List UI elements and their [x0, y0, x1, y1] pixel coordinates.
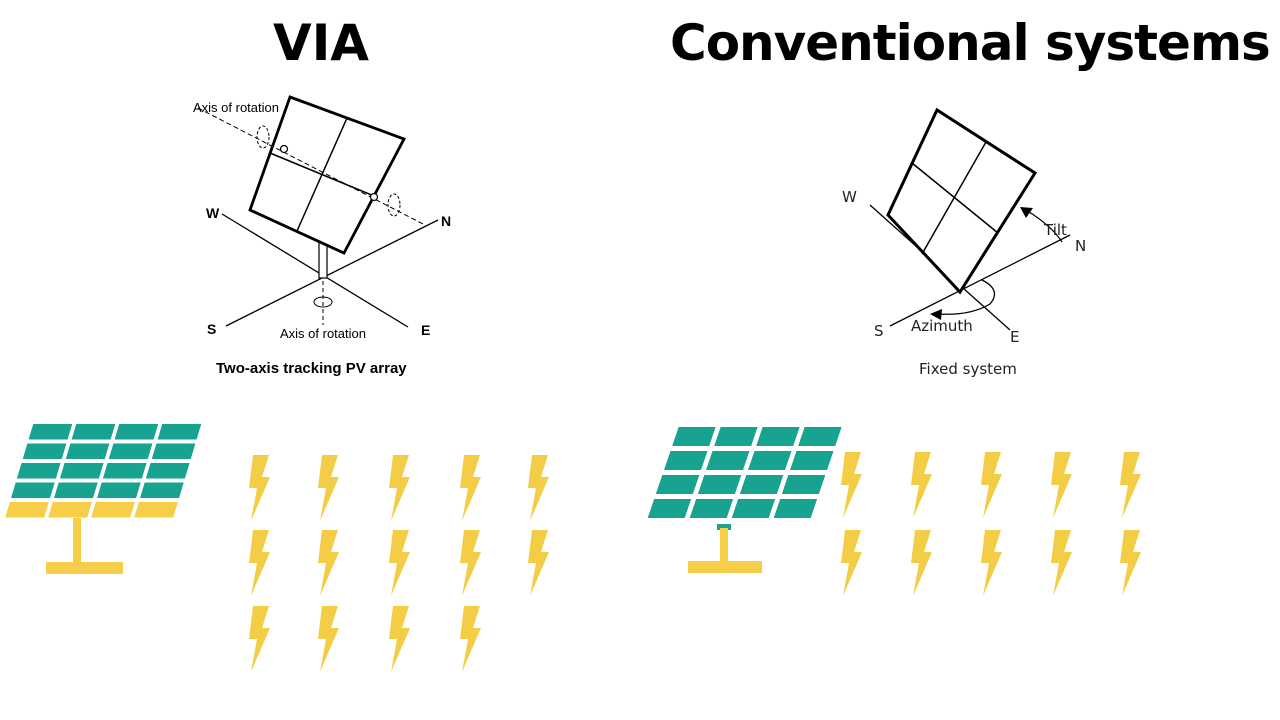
- direction-e-label: E: [421, 322, 430, 338]
- solar-cell: [781, 475, 826, 494]
- solar-cell: [102, 463, 147, 479]
- lightning-bolt-icon: [528, 530, 549, 596]
- direction-w-label-fixed: W: [842, 188, 857, 206]
- azimuth-label: Azimuth: [911, 317, 973, 335]
- lightning-bolt-icon: [460, 530, 481, 596]
- direction-s-label-fixed: S: [874, 322, 884, 340]
- fixed-system-diagram: W N S E Tilt Azimuth: [842, 107, 1086, 346]
- lightning-bolt-icon: [1120, 452, 1141, 518]
- fixed-caption: Fixed system: [919, 360, 1017, 378]
- solar-cell: [97, 482, 141, 498]
- solar-cell: [739, 475, 784, 494]
- solar-cell: [108, 443, 153, 459]
- tilt-label: Tilt: [1043, 221, 1067, 239]
- lightning-bolt-icon: [249, 455, 270, 521]
- solar-cell: [11, 482, 55, 498]
- lightning-bolt-icon: [841, 452, 862, 518]
- solar-cell: [697, 475, 742, 494]
- solar-cell: [48, 502, 92, 518]
- lightning-bolt-icon: [981, 452, 1002, 518]
- solar-cell: [71, 424, 116, 440]
- lightning-bolt-icon: [389, 606, 410, 672]
- via-title: VIA: [273, 14, 369, 72]
- lightning-bolt-icon: [911, 530, 932, 596]
- solar-cell: [59, 463, 104, 479]
- solar-cell: [672, 427, 716, 446]
- solar-cell: [134, 502, 178, 518]
- lightning-bolt-icon: [1051, 530, 1072, 596]
- solar-cell: [151, 443, 196, 459]
- lightning-bolt-icon: [1120, 530, 1141, 596]
- solar-cell: [790, 451, 834, 470]
- lightning-bolt-icon: [249, 530, 270, 596]
- solar-cell: [689, 499, 734, 518]
- lightning-bolt-icon: [389, 455, 410, 521]
- solar-cell: [145, 463, 190, 479]
- conventional-systems-title: Conventional systems: [670, 14, 1271, 72]
- lightning-bolt-icon: [460, 606, 481, 672]
- lightning-bolt-icon: [841, 530, 862, 596]
- lightning-bolt-icon: [981, 530, 1002, 596]
- conventional-solar-panel-icon: [647, 427, 842, 573]
- lightning-bolt-icon: [249, 606, 270, 672]
- solar-cell: [16, 463, 61, 479]
- direction-w-label: W: [206, 205, 220, 221]
- solar-cell: [756, 427, 800, 446]
- solar-cell: [140, 482, 184, 498]
- solar-cell: [54, 482, 98, 498]
- lightning-bolt-icon: [1051, 452, 1072, 518]
- solar-cell: [28, 424, 73, 440]
- lightning-bolt-icon: [528, 455, 549, 521]
- lightning-bolt-icon: [460, 455, 481, 521]
- axis-of-rotation-label-bottom: Axis of rotation: [280, 326, 366, 341]
- solar-cell: [664, 451, 708, 470]
- direction-s-label: S: [207, 321, 216, 337]
- direction-e-label-fixed: E: [1010, 328, 1019, 346]
- solar-cell: [655, 475, 700, 494]
- tracking-caption: Two-axis tracking PV array: [216, 360, 407, 377]
- solar-cell: [91, 502, 135, 518]
- solar-cell: [731, 499, 776, 518]
- lightning-bolt-icon: [318, 455, 339, 521]
- solar-cell: [647, 499, 692, 518]
- solar-cell: [798, 427, 842, 446]
- solar-cell: [714, 427, 758, 446]
- solar-cell: [157, 424, 202, 440]
- via-solar-panel-icon: [5, 424, 202, 574]
- direction-n-label-fixed: N: [1075, 237, 1086, 255]
- solar-cell: [5, 502, 49, 518]
- lightning-bolt-icon: [389, 530, 410, 596]
- lightning-bolt-icon: [911, 452, 932, 518]
- solar-cell: [748, 451, 792, 470]
- direction-n-label: N: [441, 213, 451, 229]
- solar-cell: [65, 443, 110, 459]
- lightning-bolt-icon: [318, 530, 339, 596]
- solar-cell: [22, 443, 67, 459]
- solar-cell: [773, 499, 818, 518]
- axis-of-rotation-label-top: Axis of rotation: [193, 100, 279, 115]
- two-axis-tracking-diagram: Axis of rotation Axis of rotation W N S …: [193, 95, 451, 341]
- lightning-bolt-icon: [318, 606, 339, 672]
- solar-cell: [114, 424, 159, 440]
- solar-cell: [706, 451, 750, 470]
- fixed-panel: [886, 107, 1038, 295]
